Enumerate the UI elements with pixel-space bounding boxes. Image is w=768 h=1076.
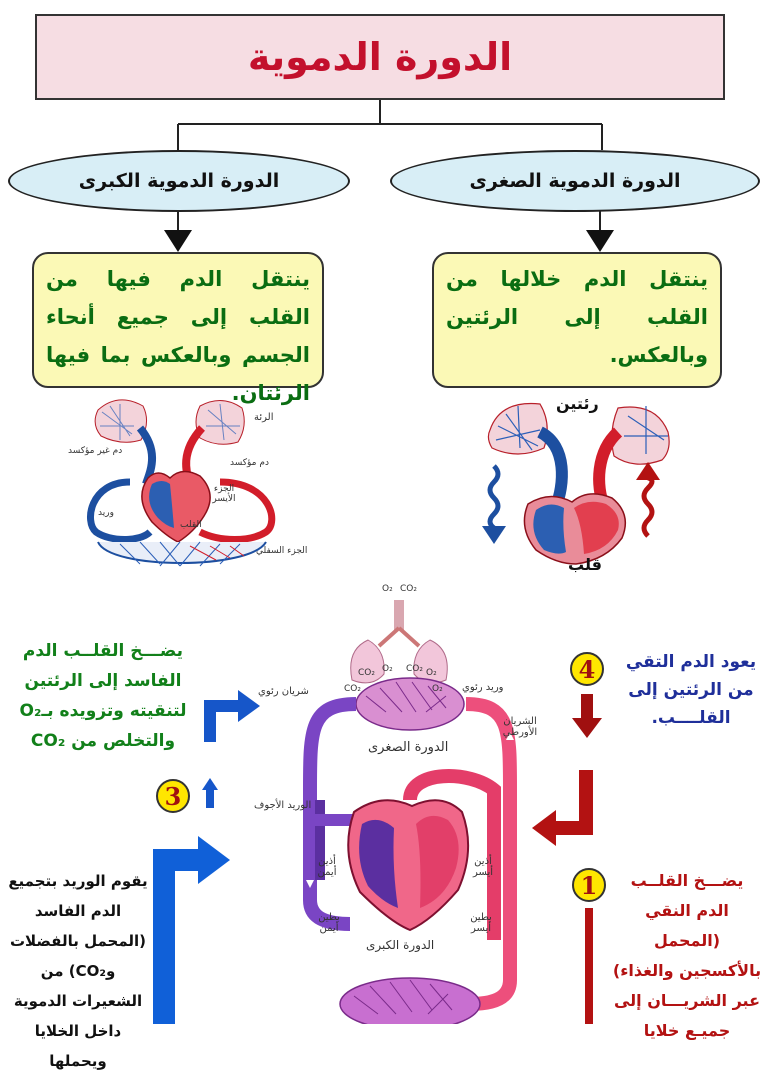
heart-circulation-diagram <box>303 600 517 1024</box>
pulmonary-description-box: ينتقل الدم خلالها من القلب إلى الرئتين و… <box>432 252 722 388</box>
step1-number: 1 <box>572 868 606 902</box>
detail-pulmonary-artery: شريان رئوي <box>258 686 309 697</box>
detail-left-ventricle: بطين أيسر <box>470 912 492 934</box>
systemic-label-oxy: دم مؤكسد <box>230 458 269 468</box>
step4-text: يعود الدم التقي من الرئتين إلى القلــــب… <box>625 652 757 728</box>
systemic-heading: الدورة الدموية الكبرى <box>78 170 280 192</box>
detail-co2-c: CO₂ <box>344 684 361 694</box>
detail-co2-b: CO₂ <box>406 664 423 674</box>
systemic-diagram <box>87 399 276 567</box>
step3-right-arrow-icon <box>204 690 260 742</box>
detail-right-ventricle: بطين أيمن <box>318 912 340 934</box>
step1-artery-arrow-icon <box>585 908 593 1024</box>
pulmonary-label-lungs: رئتين <box>556 394 599 413</box>
step2-text: يقوم الوريد بتجميع الدم الفاسد (المحمل ب… <box>8 872 148 1070</box>
systemic-label-lower: الجزء السفلي <box>256 546 308 556</box>
pulmonary-oval: الدورة الدموية الصغرى <box>390 150 760 212</box>
detail-pulmonary-vein: وريد رئوي <box>462 682 504 693</box>
step4-number: 4 <box>570 652 604 686</box>
detail-o2-b: O₂ <box>426 668 437 678</box>
detail-top-co2: CO₂ <box>400 584 417 594</box>
step4-down-arrow-icon <box>572 694 602 738</box>
step2-vein-arrow-icon <box>153 836 230 1024</box>
step3-up-arrow-icon <box>202 778 218 808</box>
step1-text: يضـــخ القلــب الدم النقي (المحمل بالأكس… <box>612 871 762 1040</box>
pulmonary-heading: الدورة الدموية الصغرى <box>469 170 681 192</box>
systemic-label-heart: القلب <box>180 520 202 530</box>
tree-connectors <box>164 100 614 252</box>
systemic-label-vein: وريد <box>98 508 114 518</box>
detail-co2-a: CO₂ <box>358 668 375 678</box>
pulmonary-label-heart: قلب <box>568 555 602 574</box>
pulmonary-diagram <box>482 402 670 565</box>
step3-text: يضـــخ القلــب الدم الفاسد إلى الرئتين ل… <box>19 641 187 751</box>
detail-small-circuit: الدورة الصغرى <box>368 740 449 755</box>
detail-aorta: الشريان الأورطي <box>502 716 538 738</box>
pulmonary-description: ينتقل الدم خلالها من القلب إلى الرئتين و… <box>446 267 708 367</box>
detail-big-circuit: الدورة الكبرى <box>366 938 435 952</box>
detail-o2-c: O₂ <box>432 684 443 694</box>
title-box: الدورة الدموية <box>35 14 725 100</box>
systemic-description-box: ينتقل الدم فيها من القلب إلى جميع أنحاء … <box>32 252 324 405</box>
step4-return-arrow-icon <box>532 770 593 846</box>
detail-top-o2: O₂ <box>382 584 393 594</box>
detail-left-atrium: أذين أيسر <box>473 856 493 878</box>
systemic-label-upper: الجزء الأيسر <box>212 484 236 504</box>
detail-o2-a: O₂ <box>382 664 393 674</box>
step3-number: 3 <box>156 779 190 813</box>
systemic-description: ينتقل الدم فيها من القلب إلى جميع أنحاء … <box>46 267 310 405</box>
systemic-label-deoxy: دم غير مؤكسد <box>68 446 123 456</box>
detail-vena-cava: الوريد الأجوف <box>254 800 312 811</box>
systemic-label-lung: الرئة <box>254 412 274 423</box>
systemic-oval: الدورة الدموية الكبرى <box>8 150 350 212</box>
page-title: الدورة الدموية <box>247 35 513 79</box>
detail-right-atrium: أذين أيمن <box>317 856 337 878</box>
